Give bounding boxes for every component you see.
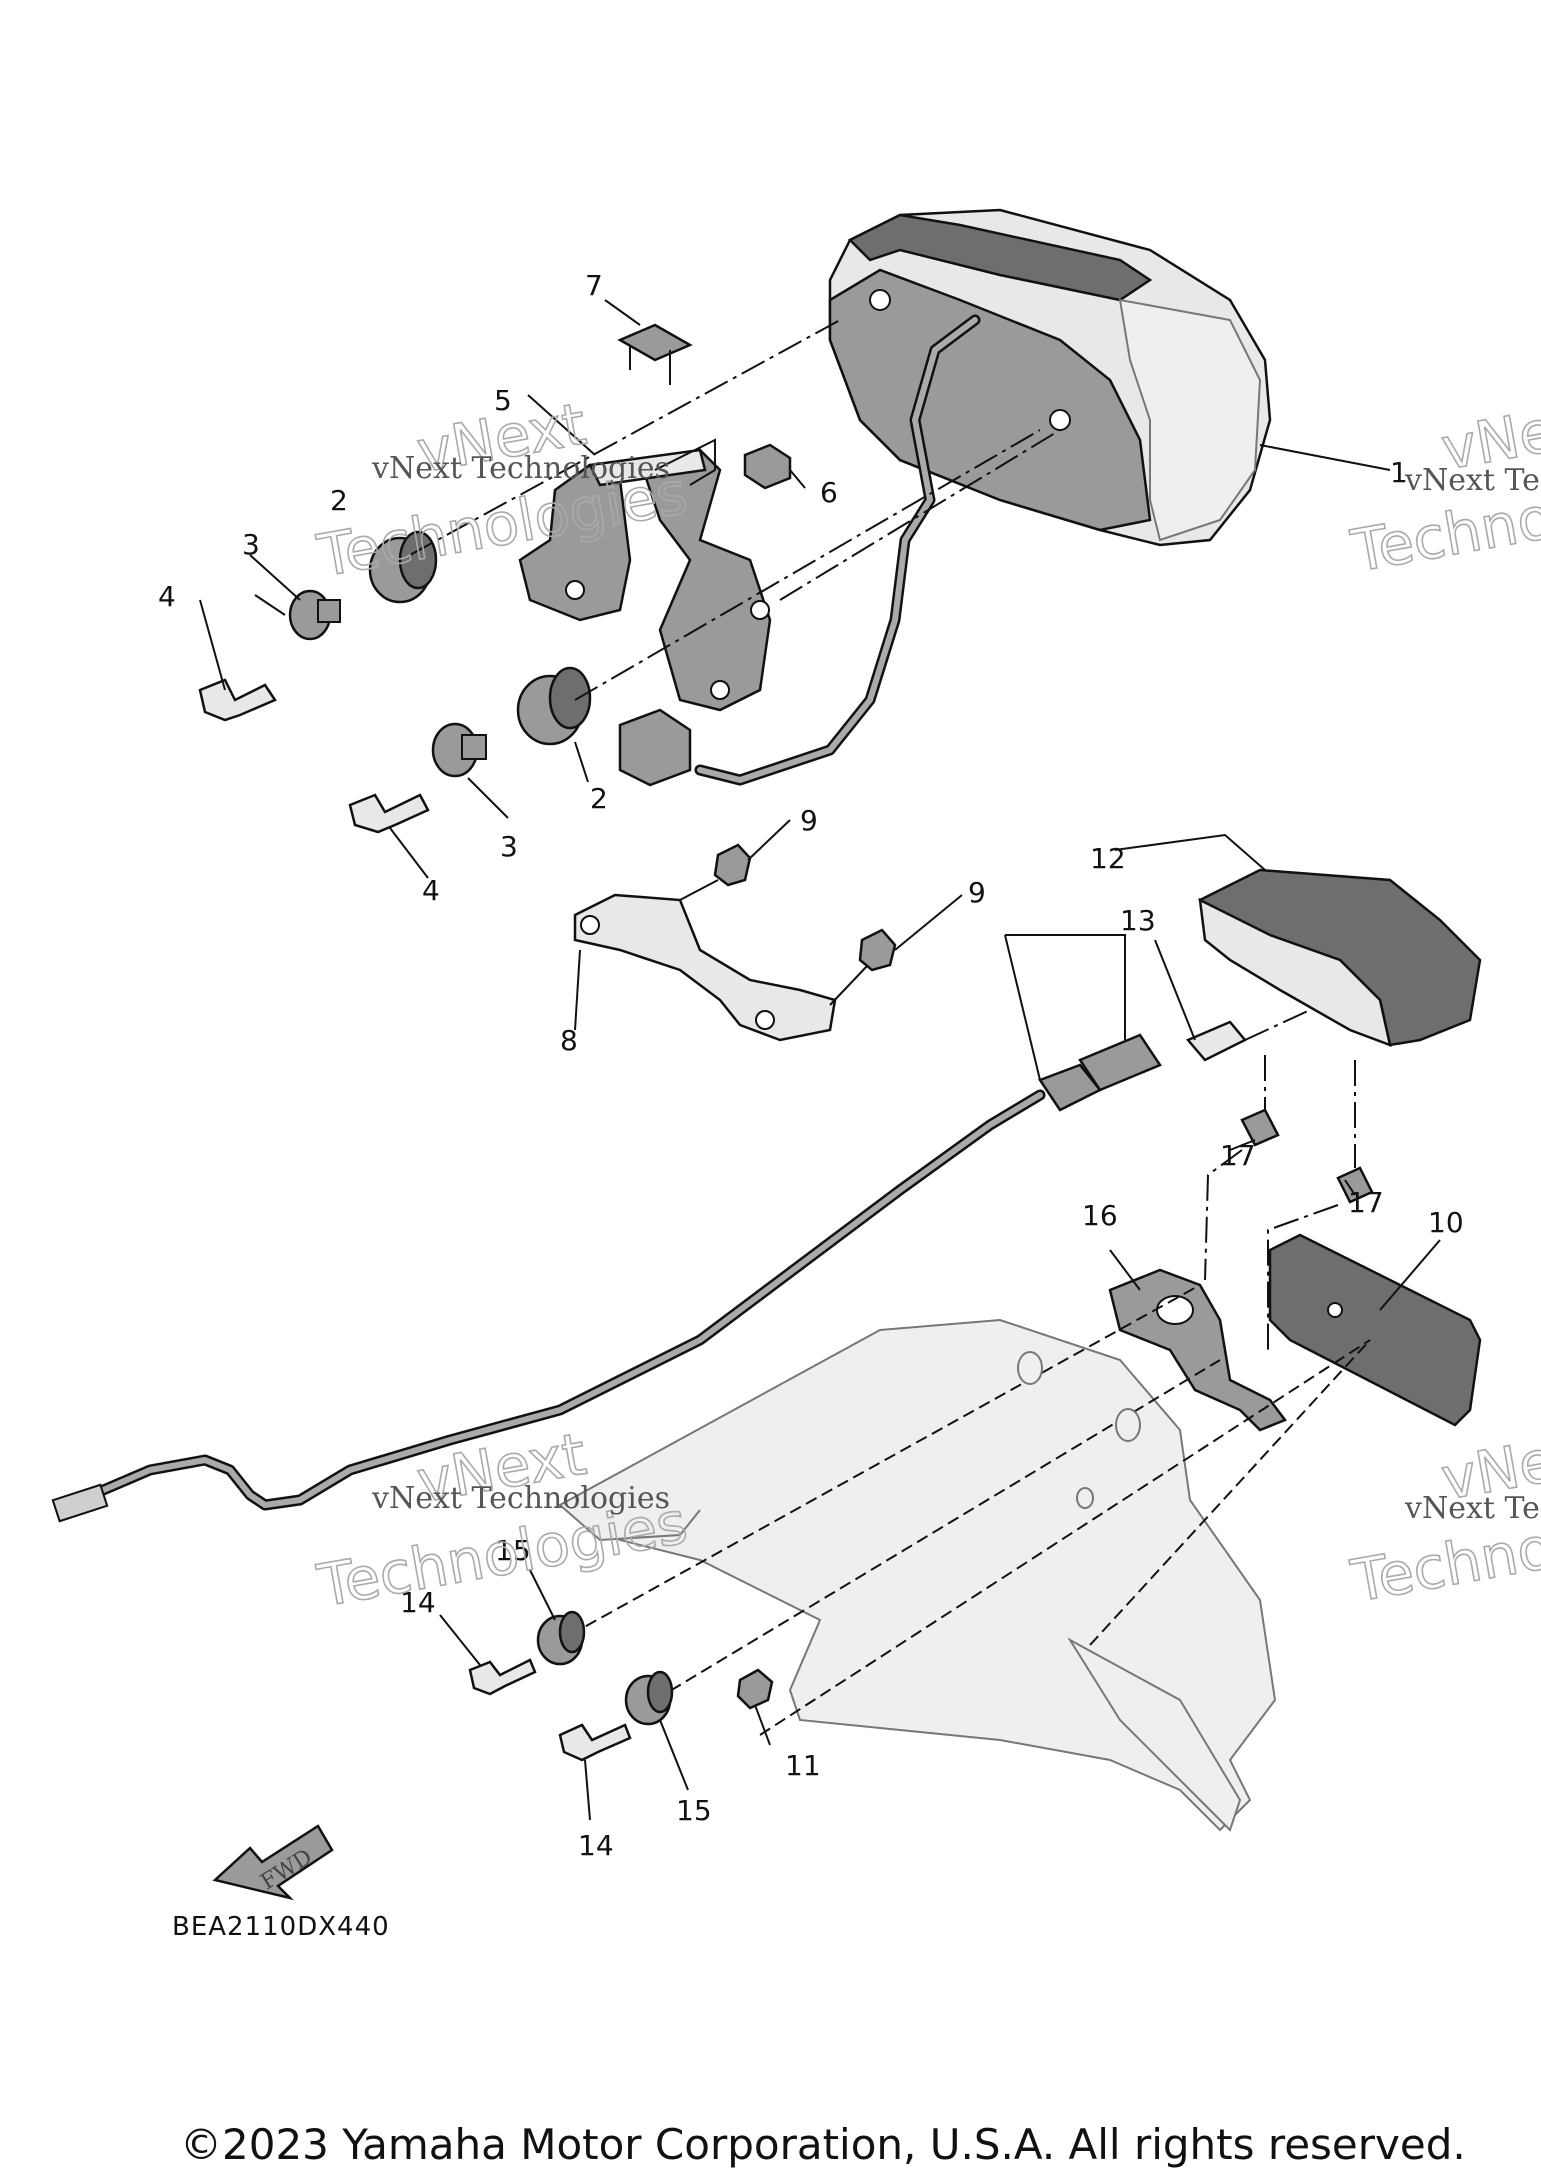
- callout-2-upper: 2: [330, 484, 348, 517]
- watermark-left-lower: vNext Technologies vNext Technologies: [312, 1419, 693, 1621]
- callout-12: 12: [1090, 842, 1126, 875]
- nut-6: [743, 443, 792, 490]
- collar-3-lower: [431, 722, 487, 778]
- callout-11: 11: [785, 1749, 821, 1782]
- svg-text:vNext Technologies: vNext Technologies: [371, 451, 670, 486]
- clip-17-b: [1336, 1166, 1374, 1204]
- callout-4-upper: 4: [158, 580, 176, 613]
- callout-15-lower: 15: [676, 1794, 712, 1827]
- watermark-right-lower: vNe Techno vNext Te: [1345, 1426, 1541, 1616]
- watermark-right-upper: vNe Techno vNext Te: [1345, 396, 1541, 586]
- collar-3-upper: [288, 589, 341, 641]
- copyright-notice: ©2023 Yamaha Motor Corporation, U.S.A. A…: [180, 2120, 1466, 2169]
- nut-11: [736, 1668, 774, 1710]
- callout-2-lower: 2: [590, 782, 608, 815]
- bulb-13: [1185, 1020, 1247, 1062]
- reflector-10: [1268, 1233, 1482, 1427]
- fwd-arrow-icon: FWD: [212, 1824, 334, 1901]
- callout-17-a: 17: [1220, 1139, 1256, 1172]
- callout-1: 1: [1390, 456, 1408, 489]
- callout-15-upper: 15: [495, 1534, 531, 1567]
- callout-3-lower: 3: [500, 830, 518, 863]
- callout-8: 8: [560, 1024, 578, 1057]
- grommet-15-lower: [624, 1670, 674, 1726]
- tail-light-housing: [828, 208, 1272, 547]
- diagram-code: BEA2110DX440: [172, 1912, 390, 1942]
- svg-text:vNext Te: vNext Te: [1404, 1491, 1540, 1526]
- svg-text:vNext Technologies: vNext Technologies: [371, 1481, 670, 1516]
- callout-17-b: 17: [1348, 1186, 1384, 1219]
- damper-2-lower: [516, 666, 592, 746]
- bracket-8: [573, 893, 837, 1042]
- callout-14-lower: 14: [578, 1829, 614, 1862]
- watermark-left-upper: vNext Technologies vNext Technologies: [312, 389, 693, 591]
- license-light-housing: [1198, 868, 1482, 1047]
- clip-17-a: [1240, 1108, 1280, 1147]
- callout-9-a: 9: [800, 804, 818, 837]
- callout-9-b: 9: [968, 876, 986, 909]
- nut-9-b: [858, 928, 897, 972]
- callout-16: 16: [1082, 1199, 1118, 1232]
- bolt-4-lower: [348, 793, 430, 834]
- callout-10: 10: [1428, 1206, 1464, 1239]
- bolt-4-upper: [198, 678, 277, 722]
- callout-14-upper: 14: [400, 1586, 436, 1619]
- callout-4-lower: 4: [422, 874, 440, 907]
- rear-fender: [557, 1318, 1277, 1832]
- screw-14-lower: [558, 1723, 632, 1762]
- nut-9-a: [713, 843, 752, 887]
- svg-text:Techno: Techno: [1346, 483, 1541, 585]
- grommet-15-upper: [536, 1610, 586, 1666]
- screw-14-upper: [468, 1658, 537, 1696]
- callout-7: 7: [585, 269, 603, 302]
- callout-13: 13: [1120, 904, 1156, 937]
- svg-text:Techno: Techno: [1346, 1513, 1541, 1615]
- tail-light-wire: [618, 314, 981, 787]
- socket-wire: [51, 1033, 1162, 1523]
- callout-5: 5: [494, 384, 512, 417]
- svg-text:vNext Te: vNext Te: [1404, 463, 1540, 498]
- callout-3-upper: 3: [242, 528, 260, 561]
- callout-6: 6: [820, 476, 838, 509]
- clip-7: [617, 323, 693, 385]
